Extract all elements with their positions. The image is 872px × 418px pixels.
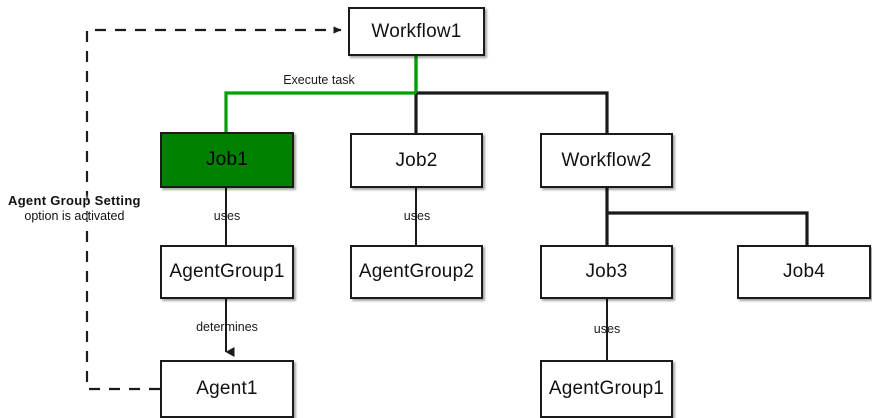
connector-workflow2-children <box>605 188 809 245</box>
edge-label-uses-job3: uses <box>593 322 621 336</box>
connector-workflow1-job1-green <box>224 56 418 132</box>
node-workflow1-label: Workflow1 <box>371 20 462 42</box>
node-agentgroup1-secondary[interactable]: AgentGroup1 <box>540 360 673 418</box>
node-job4[interactable]: Job4 <box>737 245 871 299</box>
edge-label-uses-job2: uses <box>403 209 431 223</box>
annotation-agent-group-setting: Agent Group Setting option is activated <box>8 193 141 224</box>
edge-label-uses-job1: uses <box>213 209 241 223</box>
annotation-subtitle: option is activated <box>24 208 125 223</box>
node-workflow1[interactable]: Workflow1 <box>348 7 485 56</box>
node-job2-label: Job2 <box>395 149 438 171</box>
annotation-title: Agent Group Setting <box>8 193 141 208</box>
node-workflow2-label: Workflow2 <box>561 149 652 171</box>
node-job1-label: Job1 <box>205 149 248 170</box>
edge-label-determines: determines <box>196 320 258 334</box>
connector-workflow1-black <box>414 56 609 133</box>
node-agentgroup1-label: AgentGroup1 <box>169 261 285 282</box>
node-agentgroup1[interactable]: AgentGroup1 <box>160 245 294 299</box>
node-agentgroup2-label: AgentGroup2 <box>358 261 475 282</box>
node-job2[interactable]: Job2 <box>350 133 483 188</box>
node-job4-label: Job4 <box>782 261 825 282</box>
node-workflow2[interactable]: Workflow2 <box>540 133 673 188</box>
node-job3-label: Job3 <box>585 261 628 282</box>
node-agent1-label: Agent1 <box>196 378 258 399</box>
node-agent1[interactable]: Agent1 <box>160 360 294 418</box>
node-job3[interactable]: Job3 <box>540 245 673 299</box>
edge-label-execute-task: Execute task <box>283 73 355 87</box>
node-agentgroup1-secondary-label: AgentGroup1 <box>548 378 665 399</box>
node-agentgroup2[interactable]: AgentGroup2 <box>350 245 483 299</box>
node-job1[interactable]: Job1 <box>160 132 294 188</box>
